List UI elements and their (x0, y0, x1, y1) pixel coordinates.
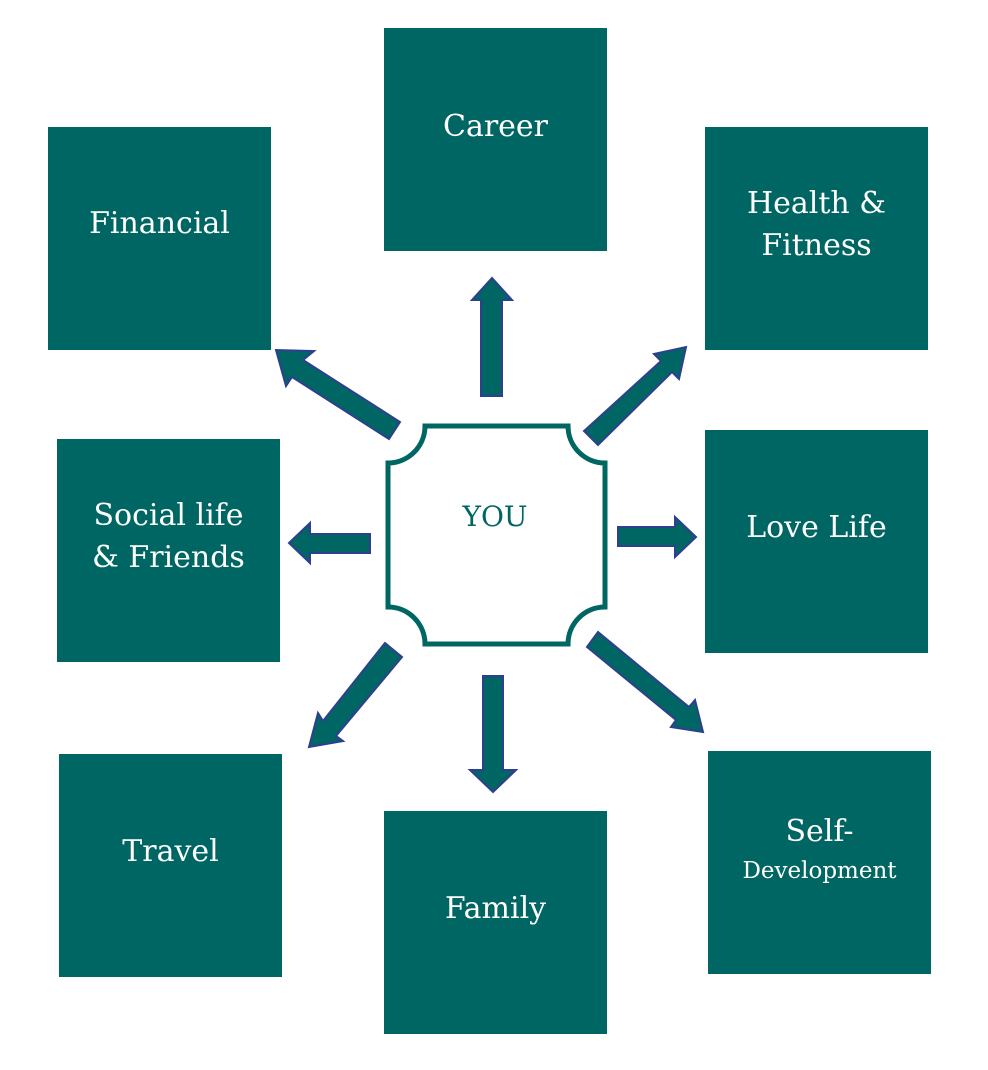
self-label-line2: Development (742, 858, 897, 884)
travel-label: Travel (122, 834, 219, 869)
center-label: YOU (462, 500, 528, 533)
box-career: Career (384, 28, 607, 251)
box-health-fitness: Health & Fitness (705, 127, 928, 350)
social-label-line1: Social life (93, 498, 244, 533)
love-label: Love Life (746, 510, 887, 545)
box-social-friends: Social life & Friends (57, 439, 280, 662)
arrow-down-left-icon (307, 641, 404, 749)
box-family: Family (384, 811, 607, 1034)
box-self-development: Self- Development (708, 751, 931, 974)
arrow-up-right-icon (582, 345, 688, 447)
self-label-line1: Self- (785, 814, 854, 849)
arrow-down-icon (467, 675, 519, 794)
financial-label: Financial (89, 206, 230, 241)
health-label-line2: Fitness (761, 228, 872, 263)
box-financial: Financial (48, 127, 271, 350)
center-frame (385, 423, 608, 647)
arrow-right-icon (617, 514, 698, 560)
career-label: Career (442, 109, 549, 144)
arrow-down-right-icon (585, 630, 705, 734)
arrow-up-icon (469, 276, 515, 397)
box-travel: Travel (59, 754, 282, 977)
health-label-line1: Health & (746, 186, 886, 221)
arrow-left-icon (287, 520, 371, 566)
social-label-line2: & Friends (92, 540, 245, 575)
box-love-life: Love Life (705, 430, 928, 653)
arrow-up-left-icon (274, 348, 402, 441)
family-label: Family (444, 891, 547, 926)
